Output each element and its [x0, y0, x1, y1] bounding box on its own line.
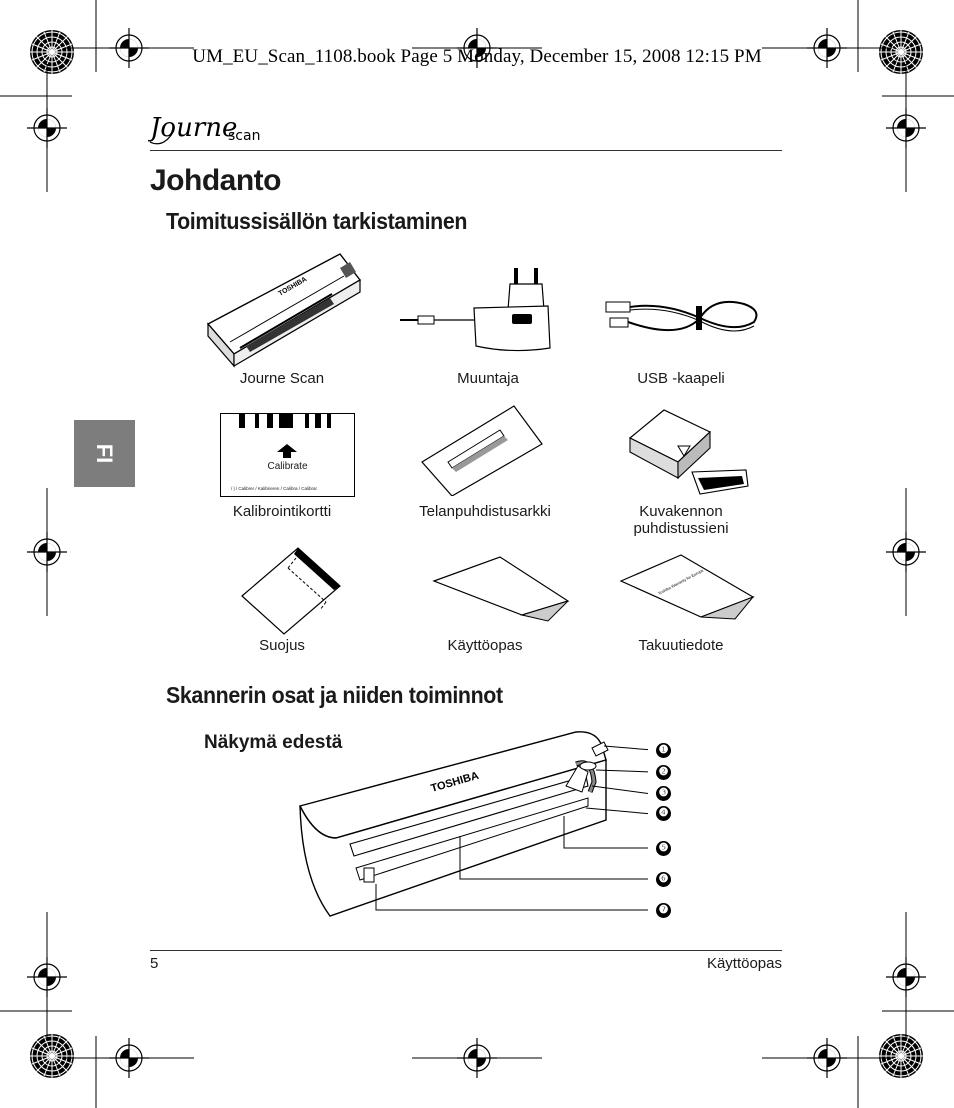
scanner-front-view-diagram: TOSHIBA	[298, 731, 648, 917]
svg-text:Journe: Journe	[148, 113, 237, 143]
item-label-usb-cable: USB -kaapeli	[637, 370, 725, 387]
language-tab-label: FI	[92, 443, 117, 464]
scanner-icon: TOSHIBA	[206, 253, 362, 368]
footer-doc-name: Käyttöopas	[706, 955, 782, 972]
svg-text:scan: scan	[228, 128, 260, 144]
calibration-card-icon: Calibrate / | / Calibrer / Kalibrieren /…	[220, 413, 355, 497]
callout-4: ❹	[656, 806, 671, 821]
language-tab: FI	[74, 420, 135, 487]
footer-rule	[150, 950, 782, 951]
sleeve-icon	[241, 547, 341, 635]
page-number: 5	[150, 955, 159, 972]
item-label-warranty: Takuutiedote	[638, 637, 724, 654]
usb-cable-icon	[605, 300, 758, 332]
warranty-leaflet-icon: Toshiba Warranty for Europe	[619, 554, 755, 620]
item-label-adapter: Muuntaja	[457, 370, 519, 387]
item-label-manual: Käyttöopas	[447, 637, 523, 654]
callout-5: ❺	[656, 841, 671, 856]
cleaning-sponge-icon	[628, 409, 749, 495]
cleaning-sheet-icon	[421, 405, 543, 496]
manual-icon	[432, 556, 570, 622]
calibrate-label: Calibrate	[267, 461, 308, 472]
item-label-calibration-card: Kalibrointikortti	[232, 503, 332, 520]
section-title-parts: Skannerin osat ja niiden toiminnot	[166, 682, 503, 708]
item-label-sleeve: Suojus	[259, 637, 305, 654]
journe-scan-logo: Journe scan	[148, 113, 260, 145]
header-rule	[150, 150, 782, 151]
callout-7: ❼	[656, 903, 671, 918]
callout-2: ❷	[656, 765, 671, 780]
callout-1: ❶	[656, 743, 671, 758]
callout-3: ❸	[656, 786, 671, 801]
calibration-strip-text: / | / Calibrer / Kalibrieren / Calibra /…	[231, 486, 317, 491]
print-slug: UM_EU_Scan_1108.book Page 5 Monday, Dece…	[192, 46, 762, 67]
section-title-contents: Toimitussisällön tarkistaminen	[166, 208, 468, 234]
item-label-scanner: Journe Scan	[239, 370, 325, 387]
item-label-cleaning-sheet: Telanpuhdistusarkki	[419, 503, 551, 520]
page-title: Johdanto	[150, 164, 282, 197]
front-view-subtitle: Näkymä edestä	[204, 732, 343, 753]
item-label-cleaning-sponge: Kuvakennon puhdistussieni	[633, 503, 729, 537]
power-adapter-icon	[400, 268, 551, 352]
callout-6: ❻	[656, 872, 671, 887]
